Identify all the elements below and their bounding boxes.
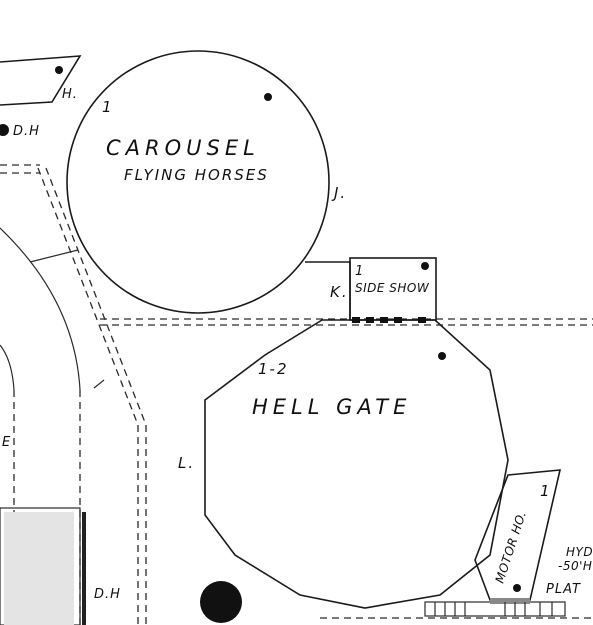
label-k: K. <box>330 283 349 301</box>
label-flying-horses: FLYING HORSES <box>124 166 269 184</box>
hell-gate-marker <box>438 352 446 360</box>
label-j: J. <box>331 184 347 202</box>
label-plat: PLAT <box>546 582 581 597</box>
label-motor-number: 1 <box>540 482 552 500</box>
bottom-left-shade <box>4 512 74 625</box>
platform-fence <box>424 598 566 617</box>
bottom-left-structure <box>0 507 81 625</box>
carousel-circle <box>66 50 330 314</box>
curved-track-inner <box>0 344 15 391</box>
carousel-marker <box>264 93 272 101</box>
motor-house-marker <box>513 584 521 592</box>
label-e: E <box>2 435 11 450</box>
label-hell-gate: HELL GATE <box>252 395 411 419</box>
label-motor-ho: MOTOR HO. <box>493 509 530 585</box>
curved-track-outer <box>0 227 81 391</box>
side-show-marker <box>421 262 429 270</box>
label-side-show: SIDE SHOW <box>355 281 430 295</box>
building-h-outline <box>0 55 82 106</box>
label-hyd: HYD <box>566 545 593 559</box>
label-dh-bottom: D.H <box>94 587 121 602</box>
track-tick <box>93 379 105 389</box>
dashed-diag-b <box>45 167 147 426</box>
label-h: H. <box>62 87 78 102</box>
hell-gate-top-dots <box>352 317 426 323</box>
dashed-diag-a <box>37 167 139 426</box>
building-h-marker <box>55 66 63 74</box>
label-dh-top: D.H <box>13 124 40 139</box>
label-side-show-number: 1 <box>355 264 364 279</box>
label-l: L. <box>178 454 195 472</box>
label-hyd-50: -50'H <box>558 559 592 573</box>
label-carousel-number: 1 <box>102 98 114 116</box>
label-hell-gate-number: 1-2 <box>258 360 289 378</box>
dh-top-marker <box>0 124 9 136</box>
large-post-marker <box>200 581 242 623</box>
label-carousel: CAROUSEL <box>106 136 260 160</box>
hell-gate-polygon <box>204 319 509 609</box>
